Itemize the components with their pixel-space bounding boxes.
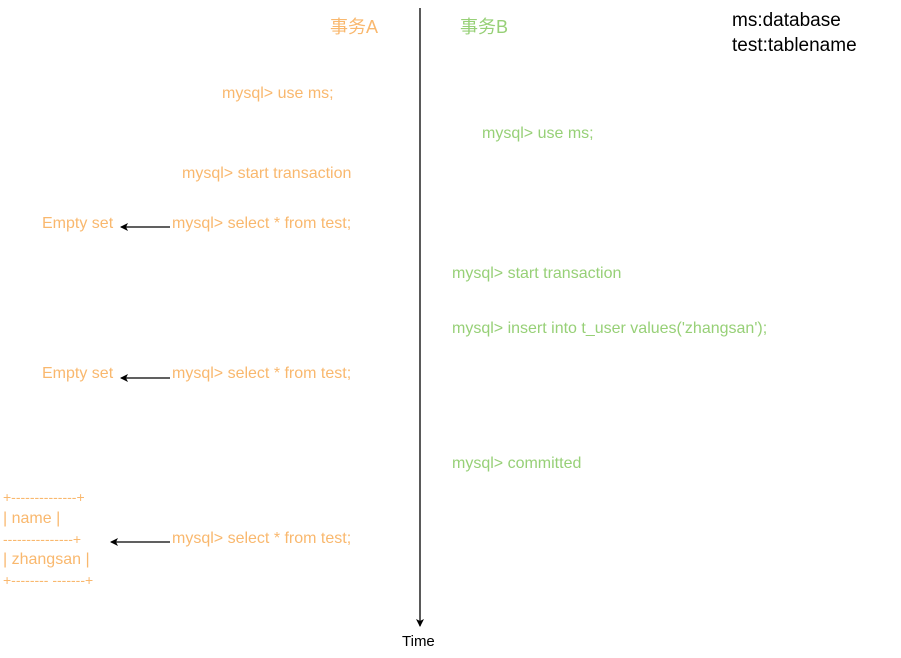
result-table-separator: ---------------+ — [3, 531, 82, 547]
txn-a-use-db: mysql> use ms; — [222, 85, 334, 102]
result-table-bottom-border: +-------- -------+ — [3, 572, 94, 588]
txn-b-insert: mysql> insert into t_user values('zhangs… — [452, 320, 768, 337]
result-table-top-border: +--------------+ — [3, 489, 85, 505]
result-table-header-row: | name | — [3, 510, 61, 527]
txn-b-commit: mysql> committed — [452, 455, 582, 472]
txn-a-select-3: mysql> select * from test; — [172, 530, 352, 547]
txn-b-start: mysql> start transaction — [452, 265, 622, 282]
result-table-data-row: | zhangsan | — [3, 551, 90, 568]
txn-a-header: 事务A — [330, 17, 379, 37]
txn-a-start: mysql> start transaction — [182, 165, 352, 182]
txn-a-select-1: mysql> select * from test; — [172, 215, 352, 232]
legend-database: ms:database — [732, 10, 841, 31]
txn-a-select-2: mysql> select * from test; — [172, 365, 352, 382]
txn-a-result-1: Empty set — [42, 215, 114, 232]
txn-a-result-2: Empty set — [42, 365, 114, 382]
legend-tablename: test:tablename — [732, 35, 857, 56]
txn-b-header: 事务B — [460, 17, 509, 37]
time-axis-label: Time — [402, 633, 435, 650]
txn-b-use-db: mysql> use ms; — [482, 125, 594, 142]
